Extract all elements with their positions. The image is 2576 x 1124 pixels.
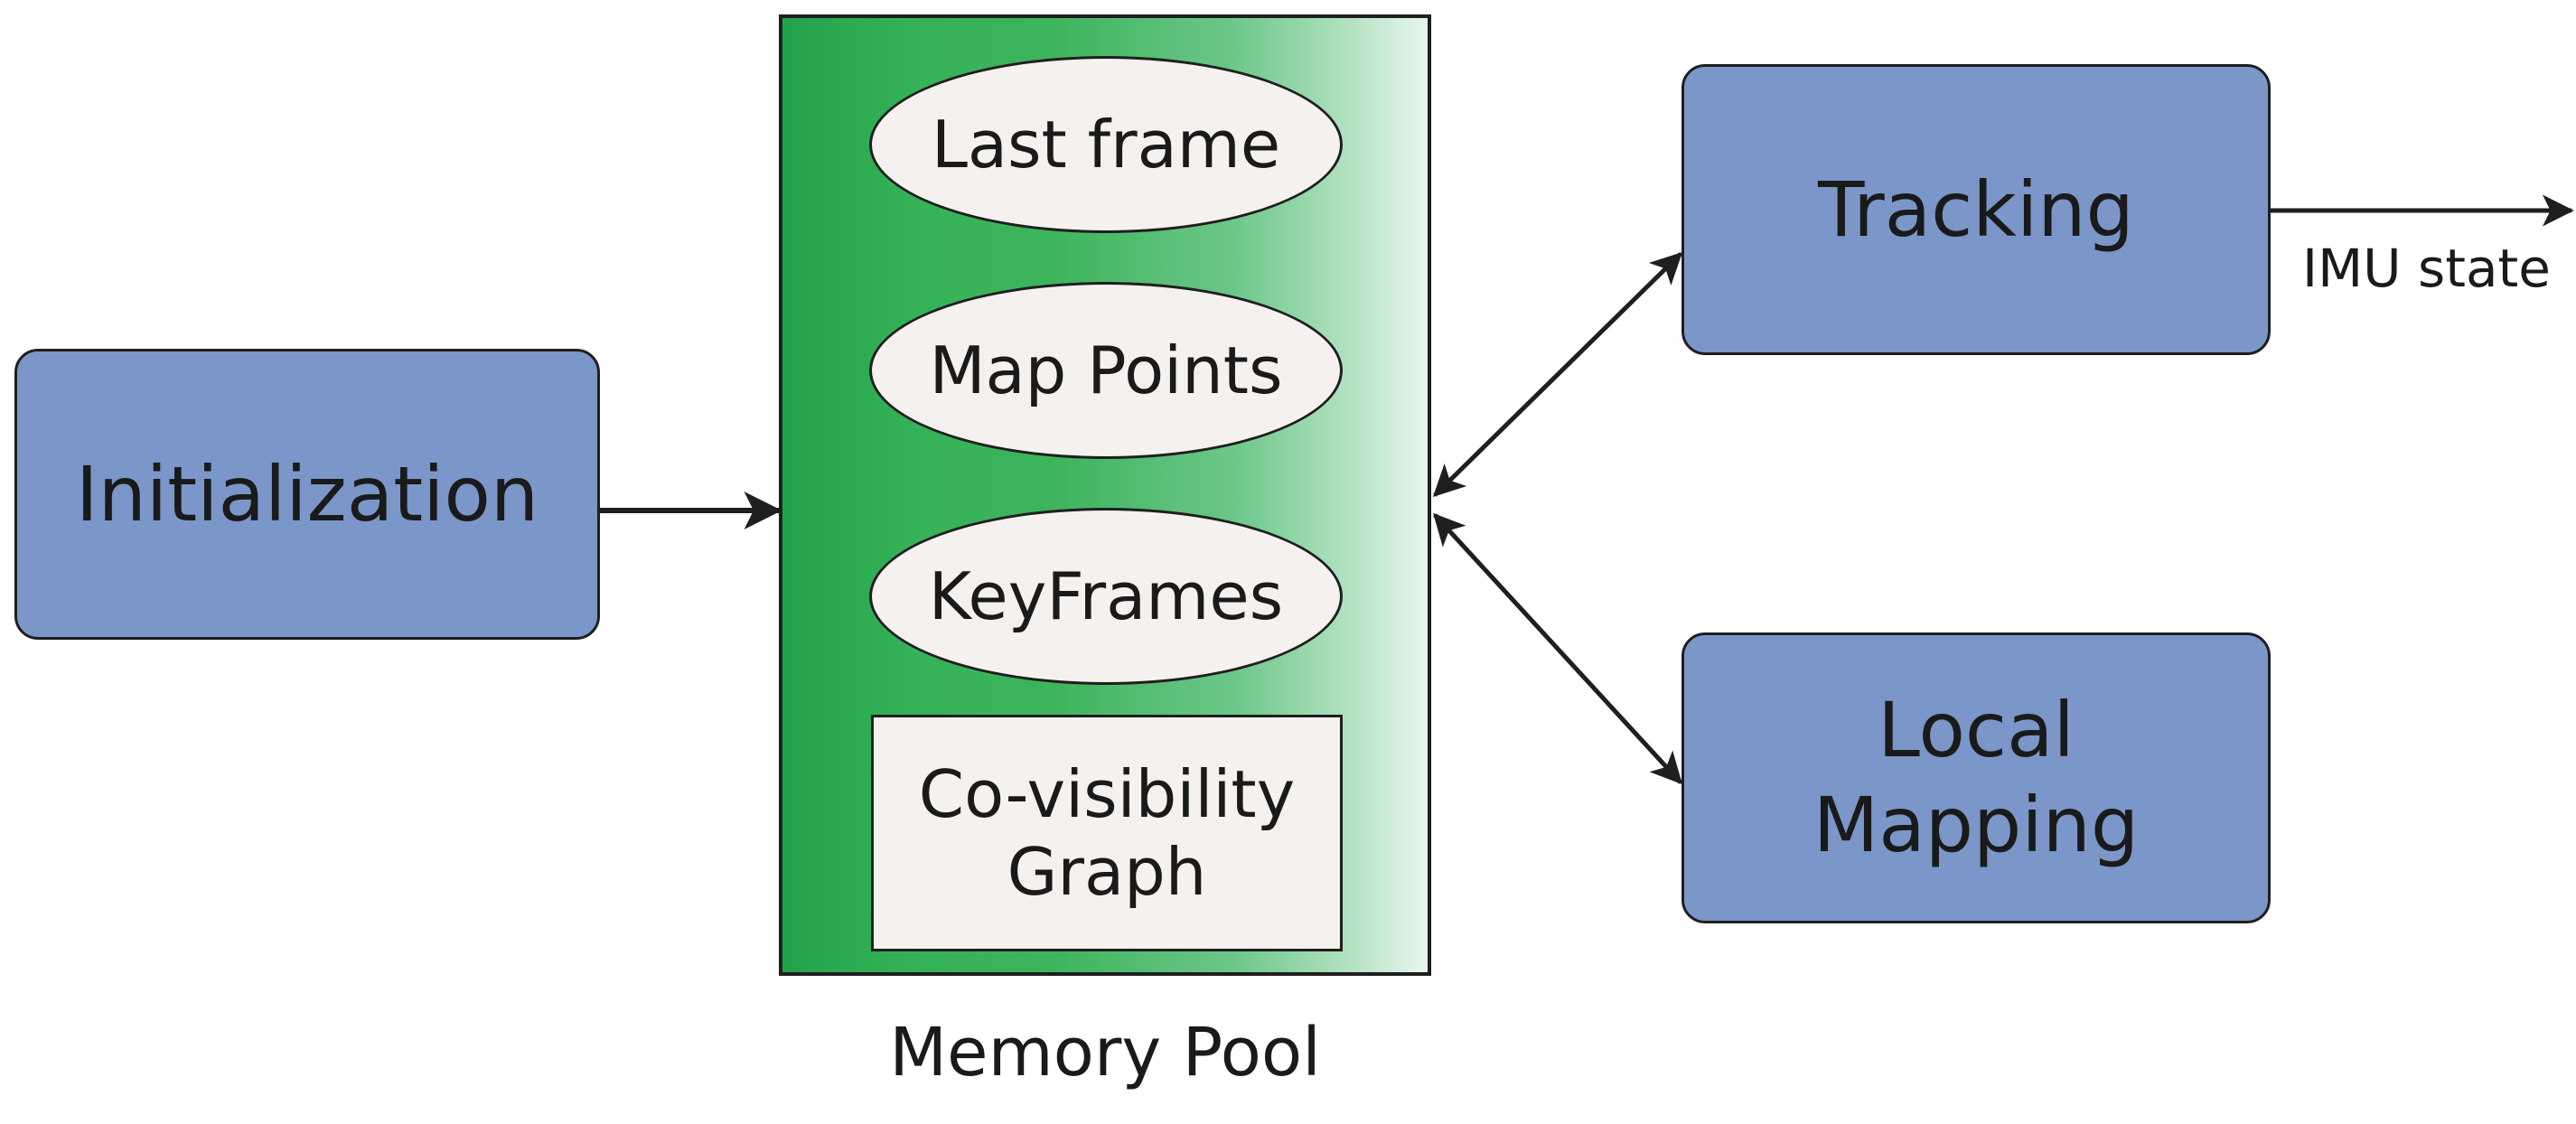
map-points-ellipse: Map Points xyxy=(869,282,1343,459)
last-frame-label: Last frame xyxy=(931,107,1281,183)
last-frame-ellipse: Last frame xyxy=(869,56,1343,233)
covisibility-graph-box: Co-visibility Graph xyxy=(871,715,1343,951)
initialization-label: Initialization xyxy=(75,449,539,539)
keyframes-ellipse: KeyFrames xyxy=(869,508,1343,685)
memory-pool-caption: Memory Pool xyxy=(889,1014,1321,1091)
tracking-label: Tracking xyxy=(1818,164,2134,254)
imu-state-label: IMU state xyxy=(2302,238,2551,299)
keyframes-label: KeyFrames xyxy=(928,558,1284,634)
covisibility-graph-label: Co-visibility Graph xyxy=(918,755,1296,910)
local-mapping-box: Local Mapping xyxy=(1681,632,2271,923)
local-mapping-label: Local Mapping xyxy=(1813,686,2140,869)
map-points-label: Map Points xyxy=(929,333,1283,408)
arrow-pool-mapping xyxy=(1433,512,1682,785)
initialization-box: Initialization xyxy=(14,349,600,640)
memory-pool-box: Last frame Map Points KeyFrames Co-visib… xyxy=(779,14,1431,976)
tracking-box: Tracking xyxy=(1681,64,2271,355)
arrow-pool-tracking xyxy=(1432,251,1683,498)
